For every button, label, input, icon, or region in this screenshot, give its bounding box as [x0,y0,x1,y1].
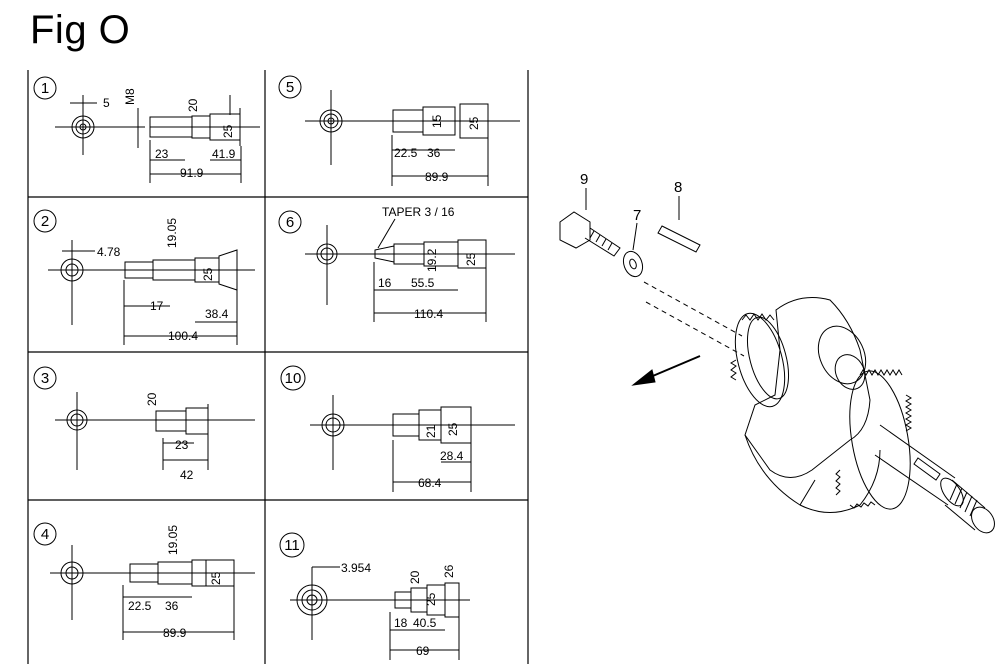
key-pin [657,225,701,253]
dim-label: 38.4 [205,307,229,321]
dim-label: 25 [424,592,438,606]
dim-label: 4.78 [97,245,121,259]
direction-arrow [631,355,701,386]
counterweight-gear [835,369,912,510]
dim-label: 19.05 [165,218,179,248]
dim-label: 25 [221,124,235,138]
panel-number: 1 [41,80,49,97]
dim-label: 25 [201,267,215,281]
dim-label: 23 [175,438,189,452]
panel-number: 3 [41,370,49,387]
output-shaft [874,424,995,534]
dim-label: 20 [145,392,159,406]
washer [622,250,644,278]
dim-label: 25 [464,252,478,266]
dim-label: 15 [430,114,444,128]
panel-number: 11 [284,537,300,554]
crank-web [744,297,881,513]
dim-label: M8 [123,88,137,105]
dim-label: 28.4 [440,449,464,463]
dim-label: 42 [180,468,194,482]
dim-label: 22.5 [128,599,152,613]
panel-number: 5 [286,79,294,96]
dim-label: 41.9 [212,147,236,161]
dim-label: 36 [165,599,179,613]
dim-label: 91.9 [180,166,204,180]
dim-label: 25 [446,422,460,436]
dim-label: 25 [467,116,481,130]
panel-number: 10 [285,370,302,387]
dim-label: 5 [103,96,110,110]
dim-label: 3.954 [341,561,371,575]
panel-grid [27,70,529,664]
dim-label: 110.4 [414,307,443,321]
dim-label: 16 [378,276,392,290]
dim-label: 100.4 [168,329,198,343]
panel-3: 3 20 23 42 [33,366,255,482]
dim-label: 20 [408,570,422,584]
dim-label: 25 [209,571,223,585]
gear [730,312,790,408]
dim-label: 69 [416,644,430,658]
dim-label: 19.2 [425,248,439,272]
dim-label: 20 [186,98,200,112]
dim-label: 22.5 [394,146,418,160]
page-title: Fig O [30,8,131,52]
taper-label: TAPER 3 / 16 [382,205,455,219]
dim-label: 21 [424,424,438,438]
panel-6: 6 TAPER 3 / 16 19.2 25 16 55.5 110.4 [278,205,515,322]
panel-number: 2 [41,213,49,230]
dim-label: 17 [150,299,164,313]
panel-1: 1 5 M8 20 25 23 41.9 91.9 [33,76,260,183]
dim-label: 19.05 [166,525,180,555]
panel-number-circle [33,76,57,100]
panel-number: 6 [286,214,294,231]
dim-label: 89.9 [163,626,187,640]
part-label-7: 7 [633,207,641,224]
dim-label: 68.4 [418,476,442,490]
dim-label: 26 [442,564,456,578]
dim-label: 18 [394,616,408,630]
part-label-9: 9 [580,171,588,188]
panel-11: 11 3.954 20 26 25 18 40.5 69 [279,532,470,660]
panel-4: 4 19.05 25 22.5 36 89.9 [33,522,255,640]
crankshaft-assembly: 9 8 7 [559,171,995,534]
dim-label: 89.9 [425,170,449,184]
dim-label: 23 [155,147,169,161]
panel-number: 4 [41,526,49,543]
panel-5: 5 22.5 36 15 25 89.9 [278,75,520,186]
dim-label: 36 [427,146,441,160]
part-label-8: 8 [674,179,682,196]
panel-2: 2 4.78 19.05 25 17 38.4 100.4 [33,209,255,345]
dim-label: 40.5 [413,616,437,630]
dim-label: 55.5 [411,276,435,290]
bolt [559,211,621,257]
panel-10: 10 21 25 28.4 68.4 [280,365,515,492]
